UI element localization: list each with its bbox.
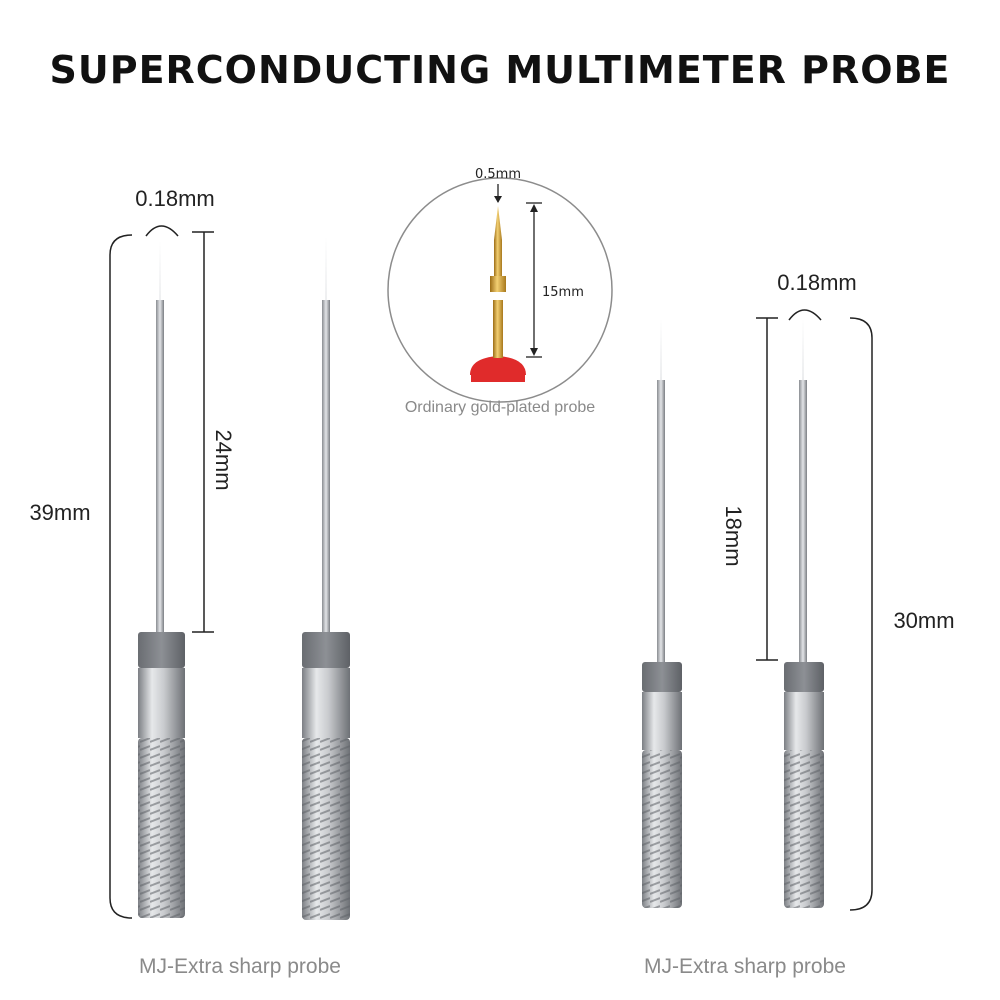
probe-short-1 xyxy=(642,318,682,908)
right-dimension-lines xyxy=(756,309,873,911)
left-total-length: 39mm xyxy=(29,500,90,525)
inset-length: 15mm xyxy=(542,285,584,300)
left-total-bracket xyxy=(109,234,133,919)
inset-caption: Ordinary gold-plated probe xyxy=(405,399,595,416)
gold-probe xyxy=(470,206,526,382)
page-title: SUPERCONDUCTING MULTIMETER PROBE xyxy=(49,48,951,92)
right-tip-diameter: 0.18mm xyxy=(777,270,856,295)
left-dimension-lines xyxy=(109,225,214,919)
left-tip-diameter: 0.18mm xyxy=(135,186,214,211)
right-tip-arc xyxy=(788,309,822,321)
probe-long-2 xyxy=(302,236,350,920)
left-caption: MJ-Extra sharp probe xyxy=(139,955,341,978)
right-caption: MJ-Extra sharp probe xyxy=(644,955,846,978)
inset-dimension-lines xyxy=(494,184,542,358)
right-needle-length: 18mm xyxy=(721,505,746,566)
inset-tip-diameter: 0.5mm xyxy=(475,167,521,182)
gold-probe-inset: 0.5mm 15mm Ordinary gold-plated probe xyxy=(387,167,613,416)
right-probe-group: 0.18mm 18mm 30mm MJ-Extra sharp probe xyxy=(642,270,955,978)
right-total-bracket xyxy=(849,317,873,911)
right-total-length: 30mm xyxy=(893,608,954,633)
left-needle-length: 24mm xyxy=(211,429,236,490)
probe-long-1 xyxy=(138,240,185,918)
probe-short-2 xyxy=(784,318,824,908)
left-tip-arc xyxy=(145,225,179,237)
left-probe-group: 0.18mm 39mm 24mm MJ-Extra sharp probe xyxy=(29,186,350,978)
